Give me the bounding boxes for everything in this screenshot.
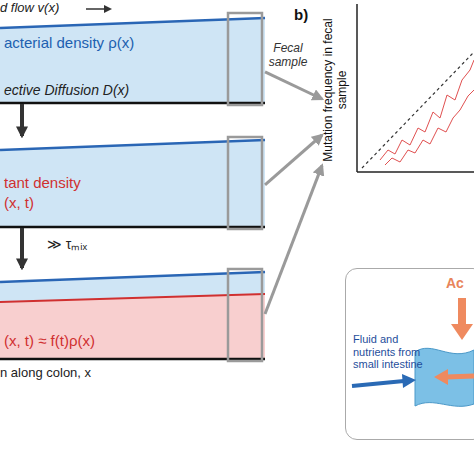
node-text: tant density: [4, 174, 81, 191]
absorption-arrow: [458, 298, 466, 326]
colon-segment: [415, 348, 474, 406]
inflow-arrow-head: [402, 374, 416, 388]
y-axis: [356, 4, 358, 172]
node-text: (x, t) ≈ f(t)ρ(x): [4, 332, 95, 349]
sample-arrow: [265, 135, 322, 185]
colon-panel: acterial density ρ(x) ective Diffusion D(…: [0, 12, 265, 104]
sample-arrow: [265, 166, 322, 314]
colon-lumen: [0, 272, 265, 360]
x-axis: [357, 171, 474, 173]
trend-line: [362, 52, 474, 168]
sample-window: [228, 269, 262, 361]
density-profile: [0, 272, 265, 282]
mutant-profile: [0, 294, 265, 302]
plot-panel: Mutation frequency in fecal sample: [322, 0, 474, 180]
sample-window: [228, 13, 262, 105]
inflow-arrow: [352, 381, 404, 386]
sample-window: [228, 137, 262, 229]
axis-note: n along colon, x: [0, 366, 91, 381]
node-text: ective Diffusion D(x): [4, 82, 129, 98]
density-profile: [0, 140, 265, 150]
colon-lumen: [0, 140, 265, 228]
panel-letter: b): [294, 6, 308, 23]
colon-wall: [0, 102, 265, 105]
colon-panel: (x, t) ≈ f(t)ρ(x): [0, 268, 265, 360]
colon-lumen: [0, 18, 265, 104]
node-text: Ac: [446, 275, 464, 291]
mutant-region: [0, 294, 265, 358]
inset-box: AcFluid and nutrients from small intesti…: [345, 268, 474, 440]
node-text: Fluid and nutrients from small intestine: [353, 333, 425, 371]
time-arrow: [20, 228, 24, 268]
colon-panel: tant density (x, t): [0, 136, 265, 228]
colon-wall: [0, 358, 265, 361]
edge-label: Fecal sample: [260, 42, 316, 70]
colon-wall: [0, 226, 265, 229]
flow-arrow: [86, 8, 106, 10]
edge-label: ≫ τₘᵢₓ: [32, 236, 102, 252]
flow-arrow-head: [104, 5, 112, 13]
frequency-trace: [385, 90, 474, 165]
node-text: (x, t): [4, 194, 34, 211]
time-arrow: [20, 104, 24, 136]
backflow-arrow-head: [434, 369, 448, 385]
node-text: acterial density ρ(x): [4, 34, 134, 51]
absorption-arrow-head: [451, 324, 473, 340]
axis-label: Mutation frequency in fecal sample: [322, 5, 350, 175]
sample-arrow: [265, 72, 322, 99]
backflow-arrow: [446, 376, 474, 377]
density-profile: [0, 18, 265, 28]
axis-note: d flow v(x): [0, 1, 59, 16]
